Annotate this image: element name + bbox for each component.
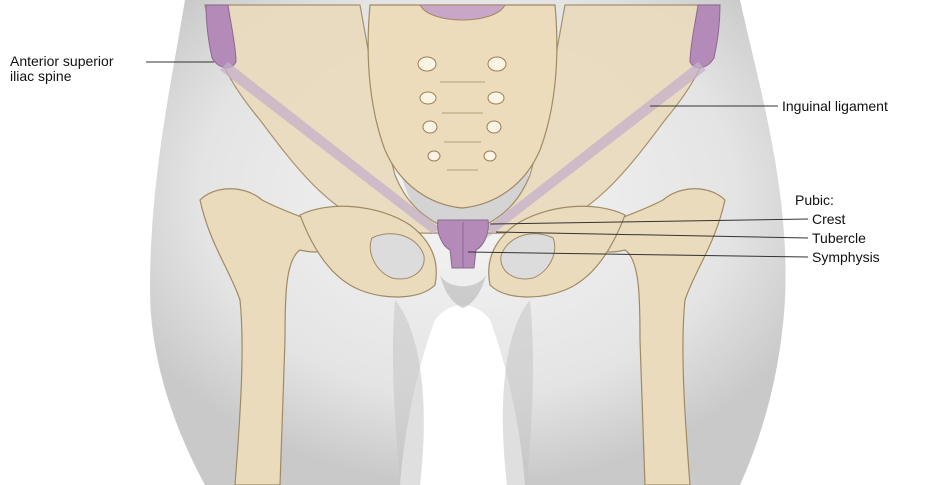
label-asis-line2: iliac spine xyxy=(10,69,71,84)
label-pubic: Pubic: xyxy=(795,193,834,208)
label-crest: Crest xyxy=(812,212,845,227)
label-symphysis: Symphysis xyxy=(812,250,880,265)
label-inguinal-ligament: Inguinal ligament xyxy=(782,99,888,114)
label-asis-line1: Anterior superior xyxy=(10,54,114,69)
label-tubercle: Tubercle xyxy=(812,231,866,246)
